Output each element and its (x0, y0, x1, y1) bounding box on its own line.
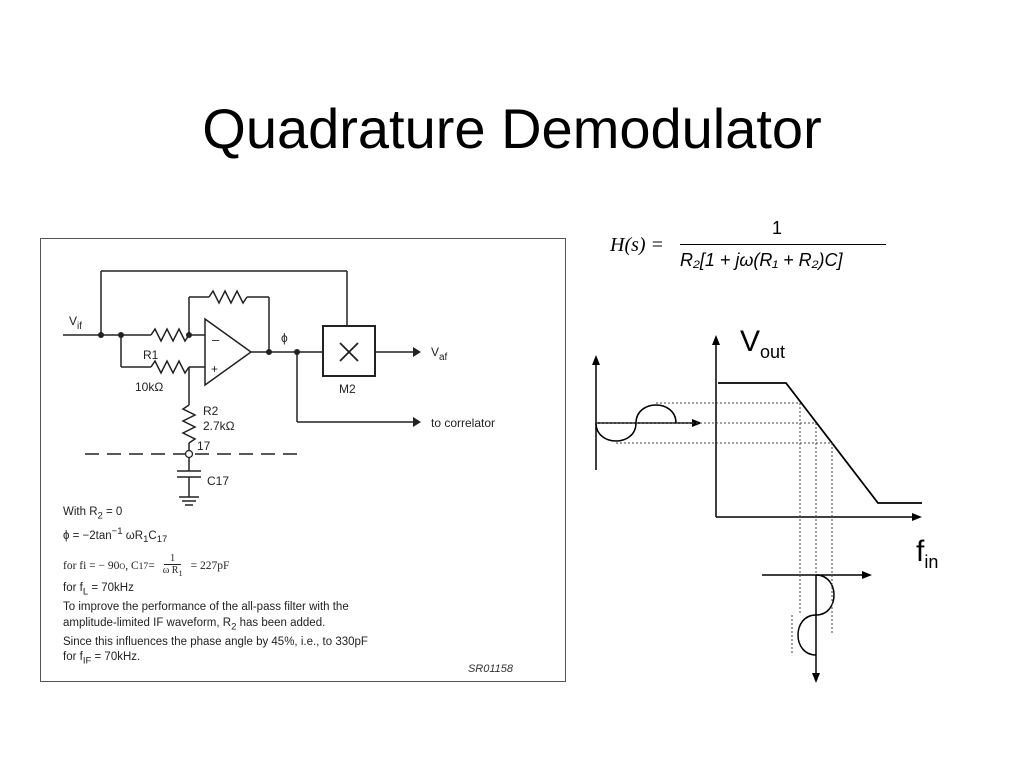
vaf-arrow-icon (413, 347, 421, 357)
correlator-label: to correlator (431, 416, 495, 430)
phi-label: ϕ (281, 331, 288, 345)
formula-numerator: 1 (772, 218, 783, 238)
vaf-sub: af (439, 352, 448, 363)
opamp-plus: + (211, 362, 218, 376)
input-axis-arrow-icon (592, 355, 600, 365)
circuit-panel: V if ϕ V af R1 10kΩ R2 2.7kΩ 17 C17 – + … (40, 238, 566, 682)
formula-lhs: H(s) = (610, 234, 665, 256)
c17-label: C17 (207, 474, 229, 488)
output-axis-arrow-icon (862, 571, 872, 579)
r1-label: R1 (143, 348, 159, 362)
transfer-curve-diagram (592, 335, 922, 683)
fin-axis-arrow-icon (912, 513, 922, 521)
circuit-diagram: V if ϕ V af R1 10kΩ R2 2.7kΩ 17 C17 – + … (63, 270, 495, 506)
fin-label: fin (916, 535, 939, 572)
note-line-7: Since this influences the phase angle by… (63, 635, 368, 648)
note-line-5: To improve the performance of the all-pa… (63, 601, 349, 614)
note-line-6: amplitude-limited IF waveform, R2 has be… (63, 616, 326, 633)
figure-reference: SR01158 (467, 663, 513, 675)
circuit-notes: With R2 = 0 ϕ = −2tan−1 ωR1C17 for fi = … (63, 505, 368, 669)
note-line-1: With R2 = 0 (63, 506, 123, 522)
vout-label: Vout (740, 325, 786, 362)
node-17-label: 17 (197, 439, 211, 453)
formula-denominator: R₂[1 + jω(R₁ + R₂)C] (680, 250, 843, 270)
note-line-8: for fIF = 70kHz. (63, 651, 141, 667)
node-17-marker (184, 449, 194, 459)
vout-axis-arrow-icon (712, 335, 720, 345)
r2-label: R2 (203, 404, 219, 418)
note-line-4: for fL = 70kHz (63, 582, 134, 598)
r1-value: 10kΩ (135, 380, 163, 394)
m2-label: M2 (339, 382, 356, 396)
output-time-arrow-icon (812, 673, 820, 683)
opamp-minus: – (212, 332, 220, 347)
correlator-arrow-icon (413, 417, 421, 427)
vaf-label: V (431, 345, 439, 359)
discriminator-graph: Vout fin (590, 325, 950, 690)
transfer-function-formula: H(s) = 1 R₂[1 + jω(R₁ + R₂)C] (610, 214, 890, 284)
vif-label: V (69, 314, 77, 328)
r2-value: 2.7kΩ (203, 419, 235, 433)
slide-title: Quadrature Demodulator (202, 97, 822, 160)
note-line-2: ϕ = −2tan−1 ωR1C17 (63, 525, 168, 545)
fraction-bar (680, 244, 886, 245)
multiplier-icon (339, 342, 359, 362)
vif-sub: if (77, 321, 82, 332)
